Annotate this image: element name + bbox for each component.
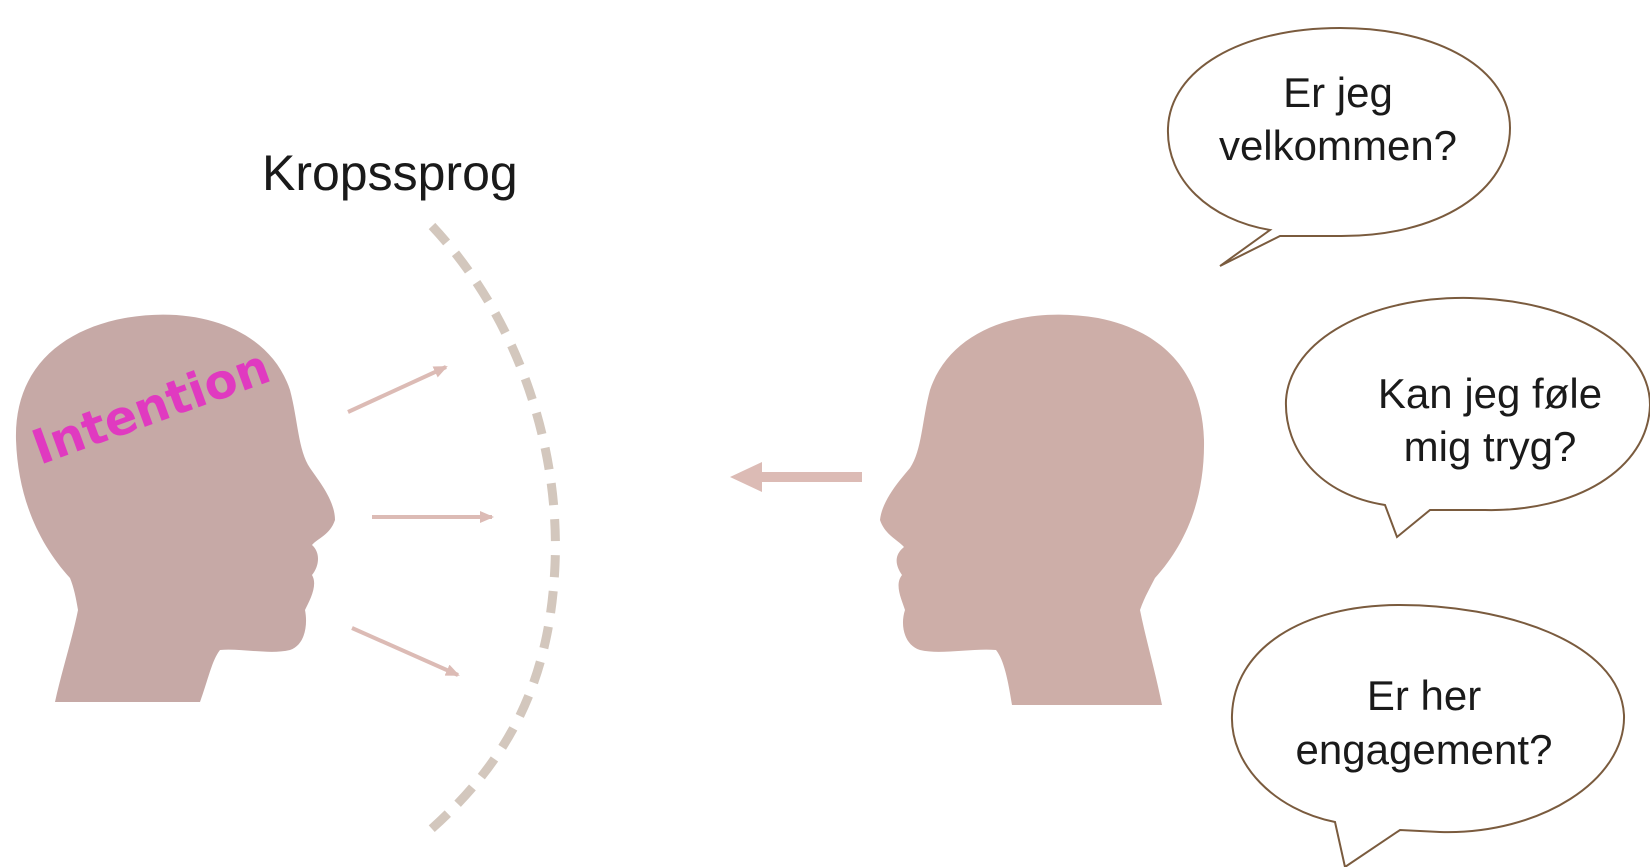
- speech-bubble-welcome: Er jeg velkommen?: [1166, 26, 1512, 267]
- receiver-head: [880, 314, 1205, 705]
- speech-bubble-engagement: Er her engagement?: [1230, 603, 1626, 867]
- perception-arrow: [730, 462, 862, 492]
- speech-bubble-outline: [1284, 296, 1650, 539]
- bubble-line-1: Kan jeg føle: [1378, 370, 1602, 417]
- speech-bubble-outline: [1230, 603, 1626, 867]
- bubble-line-2: engagement?: [1296, 726, 1553, 773]
- bubble-line-2: velkommen?: [1219, 122, 1457, 169]
- body-language-boundary-arc: [425, 222, 560, 836]
- bubble-line-1: Er her: [1367, 672, 1481, 719]
- bubble-line-2: mig tryg?: [1404, 423, 1577, 470]
- diagram-title: Kropssprog: [262, 145, 518, 201]
- speech-bubble-safety: Kan jeg føle mig tryg?: [1284, 296, 1650, 539]
- bubble-line-1: Er jeg: [1283, 69, 1393, 116]
- sender-head: [15, 314, 336, 702]
- signal-arrow-down: [351, 626, 460, 677]
- signal-arrow-up: [347, 365, 448, 414]
- speech-bubble-outline: [1166, 26, 1512, 267]
